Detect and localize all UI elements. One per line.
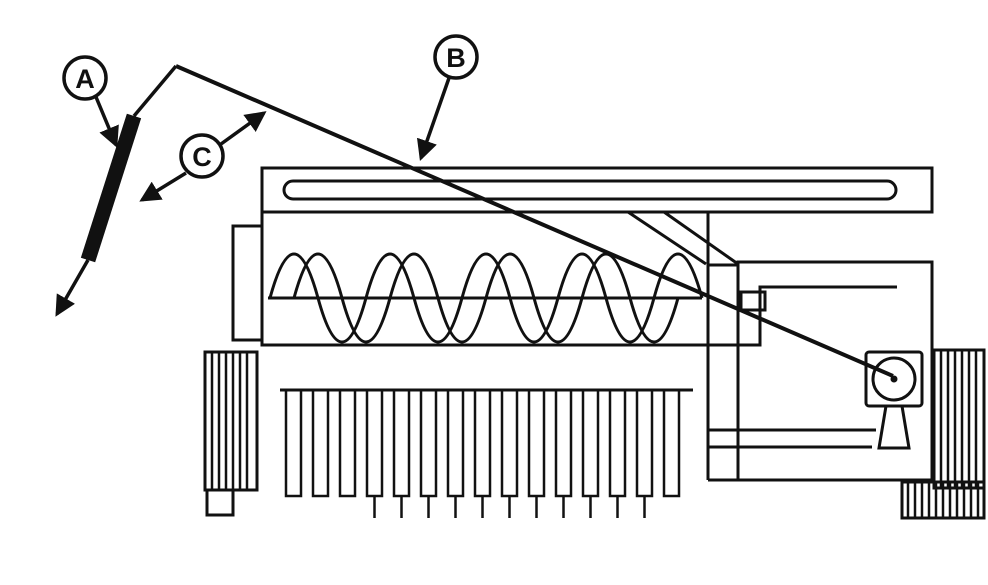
tension-line-left-segment xyxy=(132,64,178,118)
machine-body xyxy=(203,166,986,520)
tooth xyxy=(500,388,519,498)
callout-b-arrow xyxy=(416,77,451,161)
tooth xyxy=(311,388,330,498)
rod-tail-arrow xyxy=(55,259,90,317)
chute-diagonal-right xyxy=(663,210,739,266)
rod xyxy=(80,113,142,263)
callout-a-circle xyxy=(62,55,108,101)
callout-c-arrow-up xyxy=(219,111,267,146)
auger-spiral-back xyxy=(292,252,680,344)
callout-b-label: B xyxy=(446,43,466,73)
tooth xyxy=(473,388,492,498)
right-inner-step xyxy=(708,285,897,347)
tooth xyxy=(635,388,654,498)
tooth xyxy=(392,388,411,498)
auger-spiral-front xyxy=(268,252,704,344)
callout-b-circle xyxy=(433,34,479,80)
top-bar xyxy=(260,166,934,214)
callout-c-arrow-down xyxy=(139,171,187,202)
auger-housing xyxy=(260,210,710,347)
tooth xyxy=(446,388,465,498)
callout-a-label: A xyxy=(75,64,95,94)
right-body xyxy=(736,260,934,482)
tooth xyxy=(365,388,384,498)
belt-guide xyxy=(877,404,911,450)
chute-diagonal-left xyxy=(627,210,707,266)
tension-line-group xyxy=(132,64,894,378)
tooth xyxy=(581,388,600,498)
right-wheel-stripes xyxy=(939,350,978,488)
tooth xyxy=(608,388,627,498)
top-bar-slot xyxy=(282,179,898,201)
tension-line xyxy=(175,64,894,378)
pulley xyxy=(871,356,917,402)
left-bracket xyxy=(231,224,264,342)
left-wheel-foot xyxy=(205,488,235,517)
finger-teeth xyxy=(284,388,681,518)
left-wheel-stripes xyxy=(210,352,249,490)
callout-c-circle xyxy=(179,133,225,179)
tooth xyxy=(662,388,681,498)
tooth xyxy=(527,388,546,498)
rod-group xyxy=(55,113,142,317)
callouts: A B C xyxy=(62,34,479,202)
callout-a-arrow xyxy=(94,96,119,148)
tooth xyxy=(284,388,303,498)
tooth xyxy=(338,388,357,498)
tooth xyxy=(419,388,438,498)
small-port xyxy=(739,290,767,312)
tooth xyxy=(554,388,573,498)
callout-c-label: C xyxy=(192,142,212,172)
right-wheel xyxy=(932,348,986,490)
right-foot-stripes xyxy=(906,482,980,518)
